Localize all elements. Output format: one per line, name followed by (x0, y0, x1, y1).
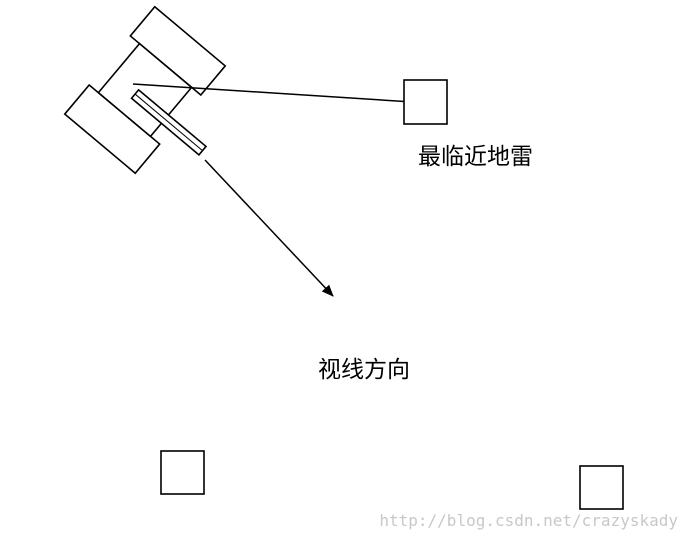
mine-bottom-right (580, 466, 623, 509)
watermark-url: http://blog.csdn.net/crazyskady (379, 513, 678, 529)
view-direction-arrow (205, 160, 333, 296)
nearest-mine-label: 最临近地雷 (418, 146, 533, 169)
mine-bottom-left (161, 451, 204, 494)
view-direction-label: 视线方向 (318, 359, 410, 382)
nearest-mine (404, 80, 447, 124)
tank (65, 7, 254, 197)
